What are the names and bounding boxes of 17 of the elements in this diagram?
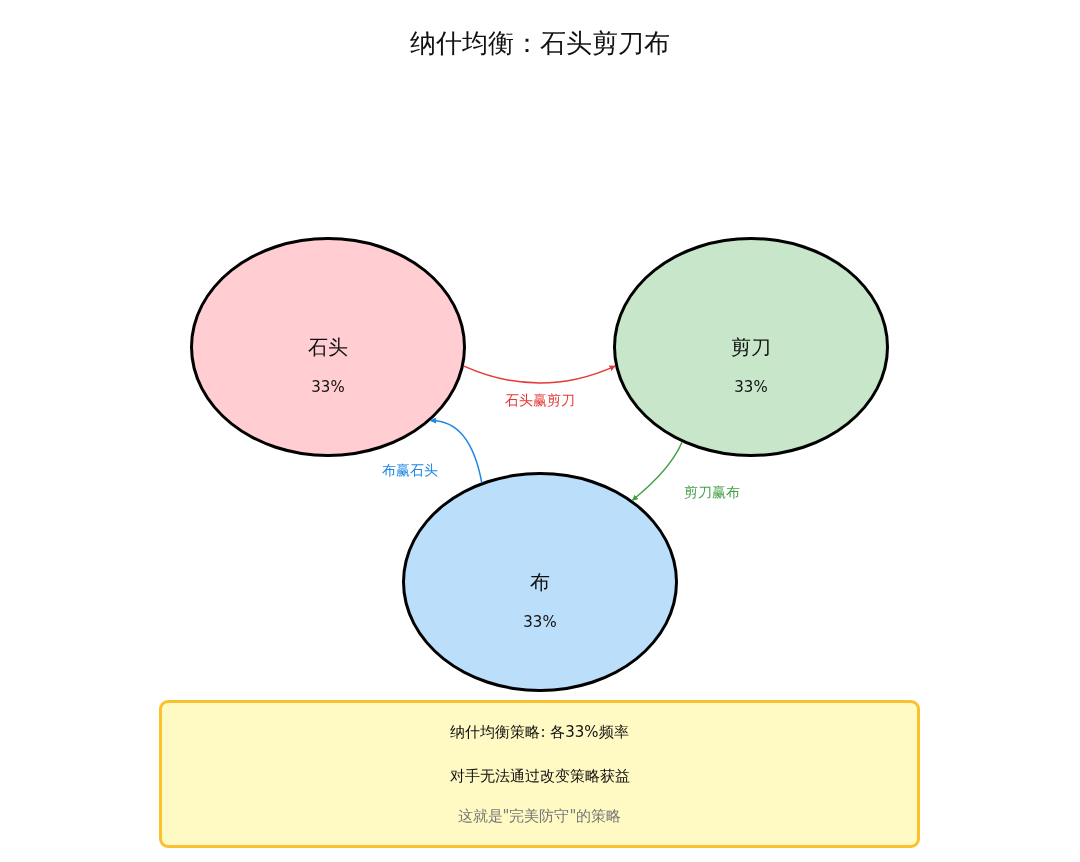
node-title: 布 [529, 569, 551, 596]
edge-label: 布赢石头 [380, 462, 440, 478]
title: 纳什均衡：石头剪刀布 [410, 28, 670, 58]
note-text: 纳什均衡策略: 各33%频率 [449, 723, 630, 742]
arrow [429, 417, 483, 484]
arrow [631, 441, 683, 501]
edge-label: 石头赢剪刀 [503, 392, 577, 408]
note-text: 这就是"完美防守"的策略 [456, 807, 623, 826]
percentage-label: 33% [522, 613, 558, 631]
node-title: 石头 [307, 334, 349, 361]
node-title: 剪刀 [730, 334, 772, 361]
percentage-label: 33% [310, 378, 346, 396]
edge-label: 剪刀赢布 [682, 484, 742, 500]
percentage-label: 33% [733, 378, 769, 396]
note-text: 对手无法通过改变策略获益 [448, 767, 631, 786]
note-box [159, 700, 920, 848]
arrow [463, 365, 616, 384]
